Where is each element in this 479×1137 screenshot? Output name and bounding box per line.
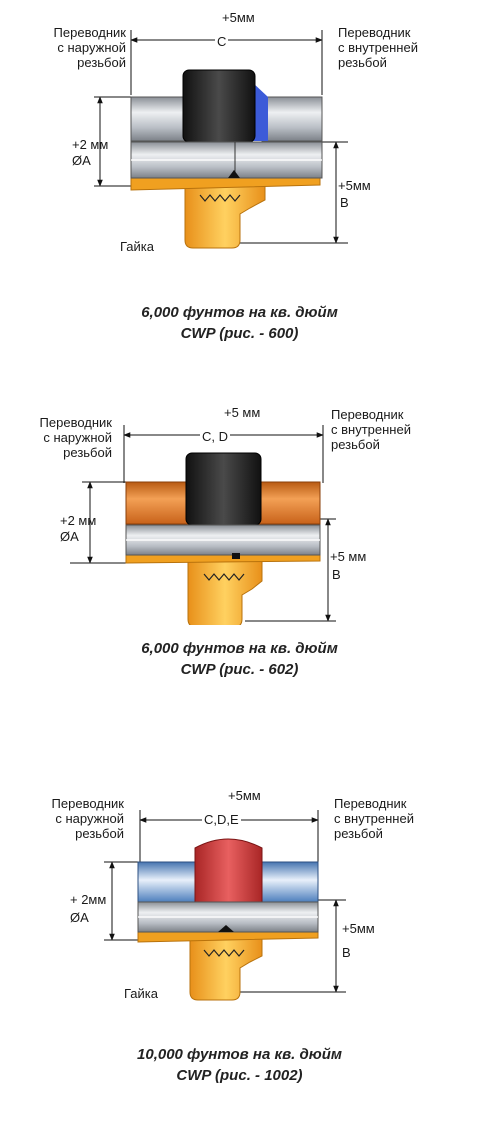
- nut-body: [189, 935, 263, 1001]
- female-sub: [257, 481, 321, 525]
- dim-b-label: B: [340, 195, 349, 210]
- male-sub: [137, 861, 201, 903]
- male-sub: [125, 481, 189, 525]
- dim-a-label: ØA: [72, 153, 91, 168]
- male-sub: [130, 96, 192, 142]
- dim-c-label: C, D: [200, 429, 230, 444]
- dim-c-label: C,D,E: [202, 812, 241, 827]
- tol-b: +5мм: [338, 178, 371, 193]
- union-600-drawing: [94, 30, 348, 249]
- tol-top: +5мм: [222, 10, 255, 25]
- union-602-drawing: [70, 425, 336, 625]
- female-sub: [261, 96, 323, 142]
- wing-cap: [185, 452, 262, 526]
- tol-top: +5 мм: [224, 405, 261, 420]
- tol-b: +5 мм: [330, 549, 367, 564]
- tol-top: +5мм: [228, 788, 261, 803]
- nut-body: [187, 556, 263, 625]
- tol-a: +2 мм: [72, 137, 109, 152]
- tol-a: +2 мм: [60, 513, 97, 528]
- dim-b-label: B: [332, 567, 341, 582]
- dim-a-label: ØA: [60, 529, 79, 544]
- dim-b-label: B: [342, 945, 351, 960]
- tol-b: +5мм: [342, 921, 375, 936]
- dim-a-label: ØA: [70, 910, 89, 925]
- dim-c-label: C: [215, 34, 229, 49]
- female-sub: [255, 861, 319, 903]
- nut-body: [184, 179, 266, 249]
- wing-cap: [194, 838, 263, 903]
- union-1002-drawing: [104, 810, 346, 1001]
- wing-cap: [182, 69, 256, 143]
- nut-label: Гайка: [120, 239, 155, 254]
- nut-label: Гайка: [124, 986, 159, 1001]
- tol-a: + 2мм: [70, 892, 107, 907]
